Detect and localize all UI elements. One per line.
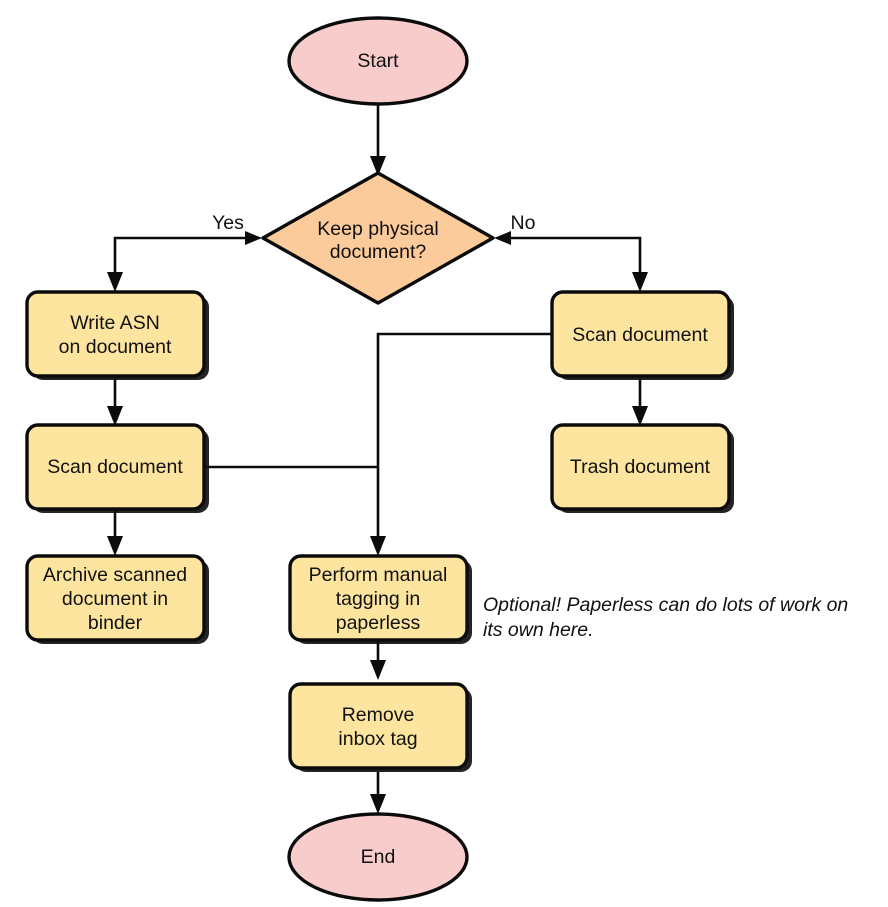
remove-inbox-label-line2: inbox tag xyxy=(338,728,417,750)
edge-label-yes: Yes xyxy=(212,212,244,234)
node-remove-inbox-tag[interactable]: Remove inbox tag xyxy=(288,682,472,772)
end-label: End xyxy=(361,846,396,868)
tagging-label-line3: paperless xyxy=(336,612,421,634)
start-label: Start xyxy=(357,50,399,72)
arrowhead-icon xyxy=(107,536,123,556)
edge-removeinbox-to-end xyxy=(370,772,386,814)
edge-decision-no xyxy=(494,231,648,292)
write-asn-label-line2: on document xyxy=(59,336,172,358)
node-decision-keep-physical-document[interactable]: Keep physical document? xyxy=(261,171,495,305)
archive-box[interactable] xyxy=(25,554,206,642)
arrowhead-icon xyxy=(370,536,386,556)
edge-line xyxy=(113,236,250,278)
edge-tagging-to-removeinbox xyxy=(370,642,386,680)
edge-line xyxy=(506,236,642,278)
arrowhead-icon xyxy=(107,272,123,292)
node-scan-document-left[interactable]: Scan document xyxy=(25,423,209,513)
node-perform-manual-tagging[interactable]: Perform manual tagging in paperless xyxy=(288,554,472,644)
arrowhead-icon xyxy=(107,406,123,426)
node-trash-document[interactable]: Trash document xyxy=(550,423,734,513)
archive-label-line2: document in xyxy=(62,588,168,610)
edge-decision-yes xyxy=(107,231,262,292)
remove-inbox-label-line1: Remove xyxy=(342,704,415,726)
arrowhead-icon xyxy=(245,231,262,245)
remove-inbox-box[interactable] xyxy=(288,682,469,770)
arrowhead-icon xyxy=(632,272,648,292)
edge-start-to-decision xyxy=(370,103,386,176)
tagging-label-line1: Perform manual xyxy=(309,564,448,586)
start-ellipse[interactable] xyxy=(287,16,469,106)
decision-label-line2: document? xyxy=(330,241,427,263)
trash-box[interactable] xyxy=(550,423,731,511)
edge-scanleft-to-archive xyxy=(107,510,123,556)
write-asn-box[interactable] xyxy=(25,290,206,378)
scan-right-label: Scan document xyxy=(572,324,708,346)
annotation-optional-note: Optional! Paperless can do lots of work … xyxy=(483,594,848,641)
node-scan-document-right[interactable]: Scan document xyxy=(550,290,734,380)
edge-label-no: No xyxy=(511,212,536,234)
scan-right-box[interactable] xyxy=(550,290,731,378)
arrowhead-icon xyxy=(494,231,511,245)
archive-label-line3: binder xyxy=(88,612,143,634)
end-ellipse[interactable] xyxy=(287,812,469,902)
edge-writeasn-to-scanleft xyxy=(107,378,123,426)
node-start[interactable]: Start xyxy=(287,16,469,106)
annotation-line2: its own here. xyxy=(483,619,594,641)
tagging-label-line2: tagging in xyxy=(336,588,421,610)
arrowhead-icon xyxy=(370,660,386,680)
trash-label: Trash document xyxy=(570,456,711,478)
tagging-box[interactable] xyxy=(288,554,469,642)
arrowhead-icon xyxy=(632,406,648,426)
archive-label-line1: Archive scanned xyxy=(43,564,187,586)
edge-scanright-to-trash xyxy=(632,378,648,426)
decision-label-line1: Keep physical xyxy=(317,218,438,240)
write-asn-label-line1: Write ASN xyxy=(70,312,160,334)
arrowhead-icon xyxy=(370,156,386,176)
node-end[interactable]: End xyxy=(287,812,469,902)
decision-diamond[interactable] xyxy=(261,171,495,305)
scan-left-box[interactable] xyxy=(25,423,206,511)
arrowhead-icon xyxy=(370,794,386,814)
annotation-line1: Optional! Paperless can do lots of work … xyxy=(483,594,848,616)
edge-line xyxy=(376,332,552,542)
node-write-asn[interactable]: Write ASN on document xyxy=(25,290,209,380)
node-archive-binder[interactable]: Archive scanned document in binder xyxy=(25,554,209,644)
scan-left-label: Scan document xyxy=(47,456,183,478)
edge-scanright-to-tagging xyxy=(370,332,552,556)
